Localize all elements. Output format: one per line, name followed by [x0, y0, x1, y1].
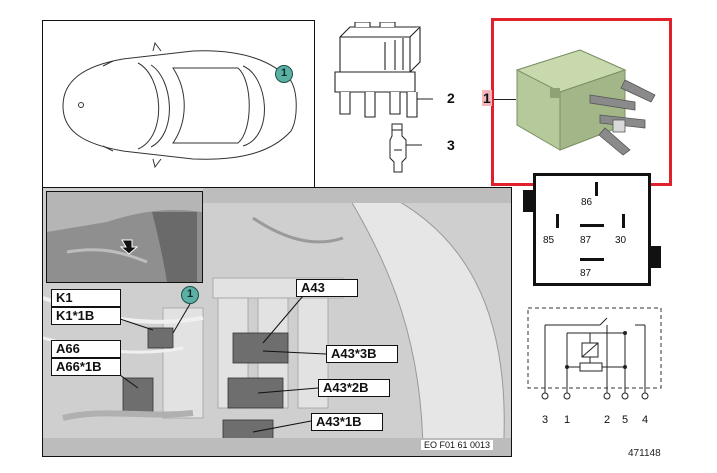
schematic-pin-5: 5 [622, 414, 629, 426]
pin-label-85: 85 [543, 235, 555, 246]
installation-photo-panel: 1 K1 K1*1B A66 A66*1B A43 A43*3B A43*2B … [42, 187, 512, 457]
pin-86-bar [595, 182, 598, 196]
label-a66: A66 [51, 340, 121, 358]
photo-inset [46, 191, 203, 283]
schematic-pin-1: 1 [564, 414, 571, 426]
pin-30-bar [622, 214, 625, 228]
pin-label-87-bottom: 87 [580, 268, 592, 279]
schematic-pin-3: 3 [542, 414, 549, 426]
label-a43: A43 [296, 279, 358, 297]
label-k1: K1 [51, 289, 121, 307]
photo-leader-lines [112, 295, 327, 433]
location-marker-badge: 1 [275, 65, 293, 83]
relay-schematic [527, 307, 662, 400]
engine-bay-photo [43, 188, 511, 456]
vehicle-location-panel: 1 [42, 20, 315, 188]
car-top-view [62, 41, 297, 169]
photo-location-badge: 1 [181, 286, 199, 304]
label-k1-1b: K1*1B [51, 307, 121, 325]
schematic-pin-4: 4 [642, 414, 649, 426]
part-number-1: 1 [482, 90, 492, 106]
pinout-notch-left [523, 190, 533, 212]
relay-holder-drawing [334, 22, 433, 118]
relay-callout-line [494, 99, 516, 100]
pin-label-87: 87 [580, 235, 592, 246]
label-a43-1b: A43*1B [311, 413, 383, 431]
pin-label-86: 86 [581, 197, 593, 208]
label-a66-1b: A66*1B [51, 358, 121, 376]
part-number-2: 2 [447, 90, 455, 106]
relay-pinout-box: 86 85 87 30 87 [533, 173, 651, 286]
relay-image [515, 49, 656, 156]
figure-id: 471148 [628, 448, 661, 459]
pinout-notch-right [651, 246, 661, 268]
pin-87-bottom-bar [580, 258, 604, 261]
pin-label-30: 30 [615, 235, 627, 246]
label-a43-3b: A43*3B [326, 345, 398, 363]
part-number-3: 3 [447, 137, 455, 153]
label-a43-2b: A43*2B [318, 379, 390, 397]
pin-85-bar [556, 214, 559, 228]
terminal-drawing [389, 123, 422, 173]
photo-reference: EO F01 61 0013 [421, 440, 494, 450]
pin-87-center-bar [580, 224, 604, 227]
schematic-pin-2: 2 [604, 414, 611, 426]
